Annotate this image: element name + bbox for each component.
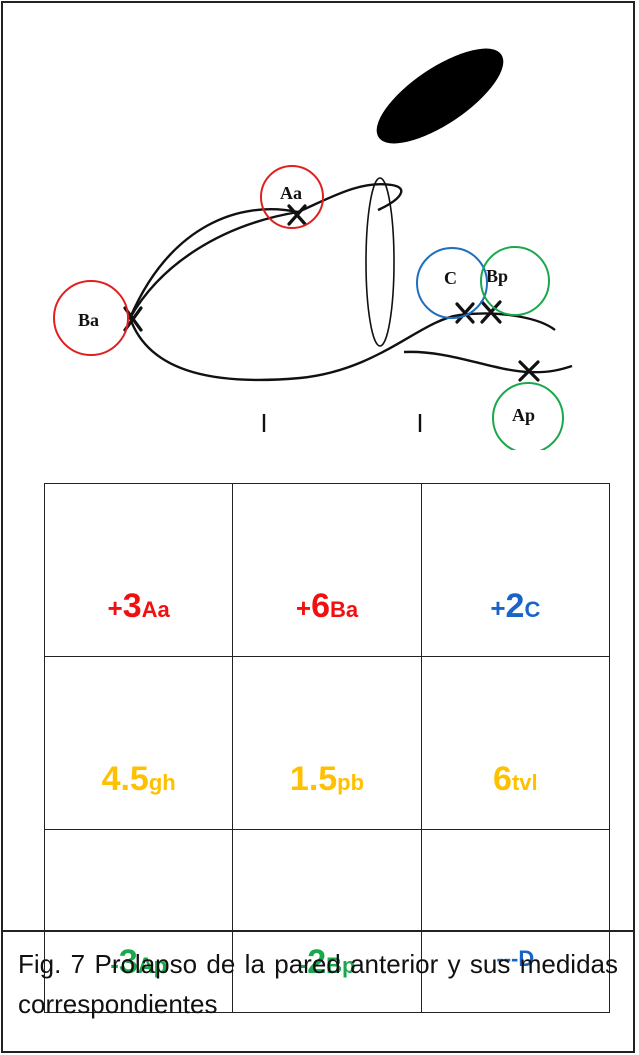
cell-sign: -: [110, 949, 119, 979]
grid-cell-bp: -2Bp: [232, 829, 422, 1013]
cell-label: Ap: [137, 953, 168, 978]
grid-row: 4.5gh 1.5pb 6tvl: [43, 656, 611, 830]
cell-sign: +: [490, 593, 506, 623]
cell-value: 6: [493, 760, 512, 798]
cell-value: 3: [122, 587, 142, 625]
caption-box: [1, 930, 635, 1054]
grid-cell-gh: 4.5gh: [43, 656, 234, 830]
grid-row: +3Aa +6Ba +2C: [43, 483, 611, 657]
point-label-ba: Ba: [78, 310, 99, 330]
grid-cell-tvl: 6tvl: [420, 656, 611, 830]
cell-sign: +: [295, 593, 312, 623]
symphysis-shape: [376, 48, 504, 144]
circle-bp: [480, 246, 550, 316]
grid-cell-ba: +6Ba: [232, 483, 422, 657]
cell-value: 1.5: [289, 760, 338, 798]
posterior-wall-curve: [128, 210, 299, 319]
cell-label: Bp: [326, 953, 356, 978]
scale-ticks: [262, 414, 422, 432]
point-label-ap: Ap: [512, 405, 535, 425]
anterior-wall-curve: [128, 182, 556, 382]
point-label-aa: Aa: [280, 183, 302, 203]
posterior-tail-curve: [403, 350, 573, 374]
grid-cell-c: +2C: [420, 483, 611, 657]
cell-label: tvl: [511, 770, 538, 795]
prolapse-diagram: Aa Ba C Bp Ap: [53, 48, 573, 450]
x-marks: [123, 204, 540, 382]
figure-caption: Fig. 7 Prolapso de la pared anterior y s…: [18, 949, 618, 1019]
point-label-c: C: [444, 268, 457, 288]
popq-grid: +3Aa +6Ba +2C 4.5gh 1.5pb 6tvl -3Ap -2Bp…: [43, 483, 611, 1013]
cell-value: 6: [311, 587, 330, 625]
cell-sign: +: [107, 593, 123, 623]
cell-sign: ---: [496, 946, 519, 971]
cell-label: D: [518, 946, 535, 971]
cell-value: 4.5: [101, 760, 149, 798]
cell-label: pb: [337, 770, 365, 795]
circle-ap: [492, 382, 564, 450]
cell-sign: -: [298, 949, 308, 979]
grid-cell-aa: +3Aa: [43, 483, 234, 657]
cell-label: C: [524, 597, 541, 622]
grid-cell-pb: 1.5pb: [232, 656, 422, 830]
grid-cell-ap: -3Ap: [43, 829, 234, 1013]
hymen-ring: [365, 177, 395, 347]
cell-label: gh: [148, 770, 176, 795]
cell-label: Aa: [141, 597, 170, 622]
circle-ba: [53, 280, 129, 356]
grid-row: -3Ap -2Bp ---D: [43, 829, 611, 1013]
circle-c: [416, 247, 488, 319]
point-label-bp: Bp: [486, 266, 508, 286]
cell-value: 2: [505, 587, 525, 625]
cell-value: 3: [118, 943, 138, 981]
grid-cell-d: ---D: [420, 829, 611, 1013]
cell-value: 2: [307, 943, 327, 981]
circle-aa: [260, 165, 324, 229]
cell-label: Ba: [329, 597, 359, 622]
